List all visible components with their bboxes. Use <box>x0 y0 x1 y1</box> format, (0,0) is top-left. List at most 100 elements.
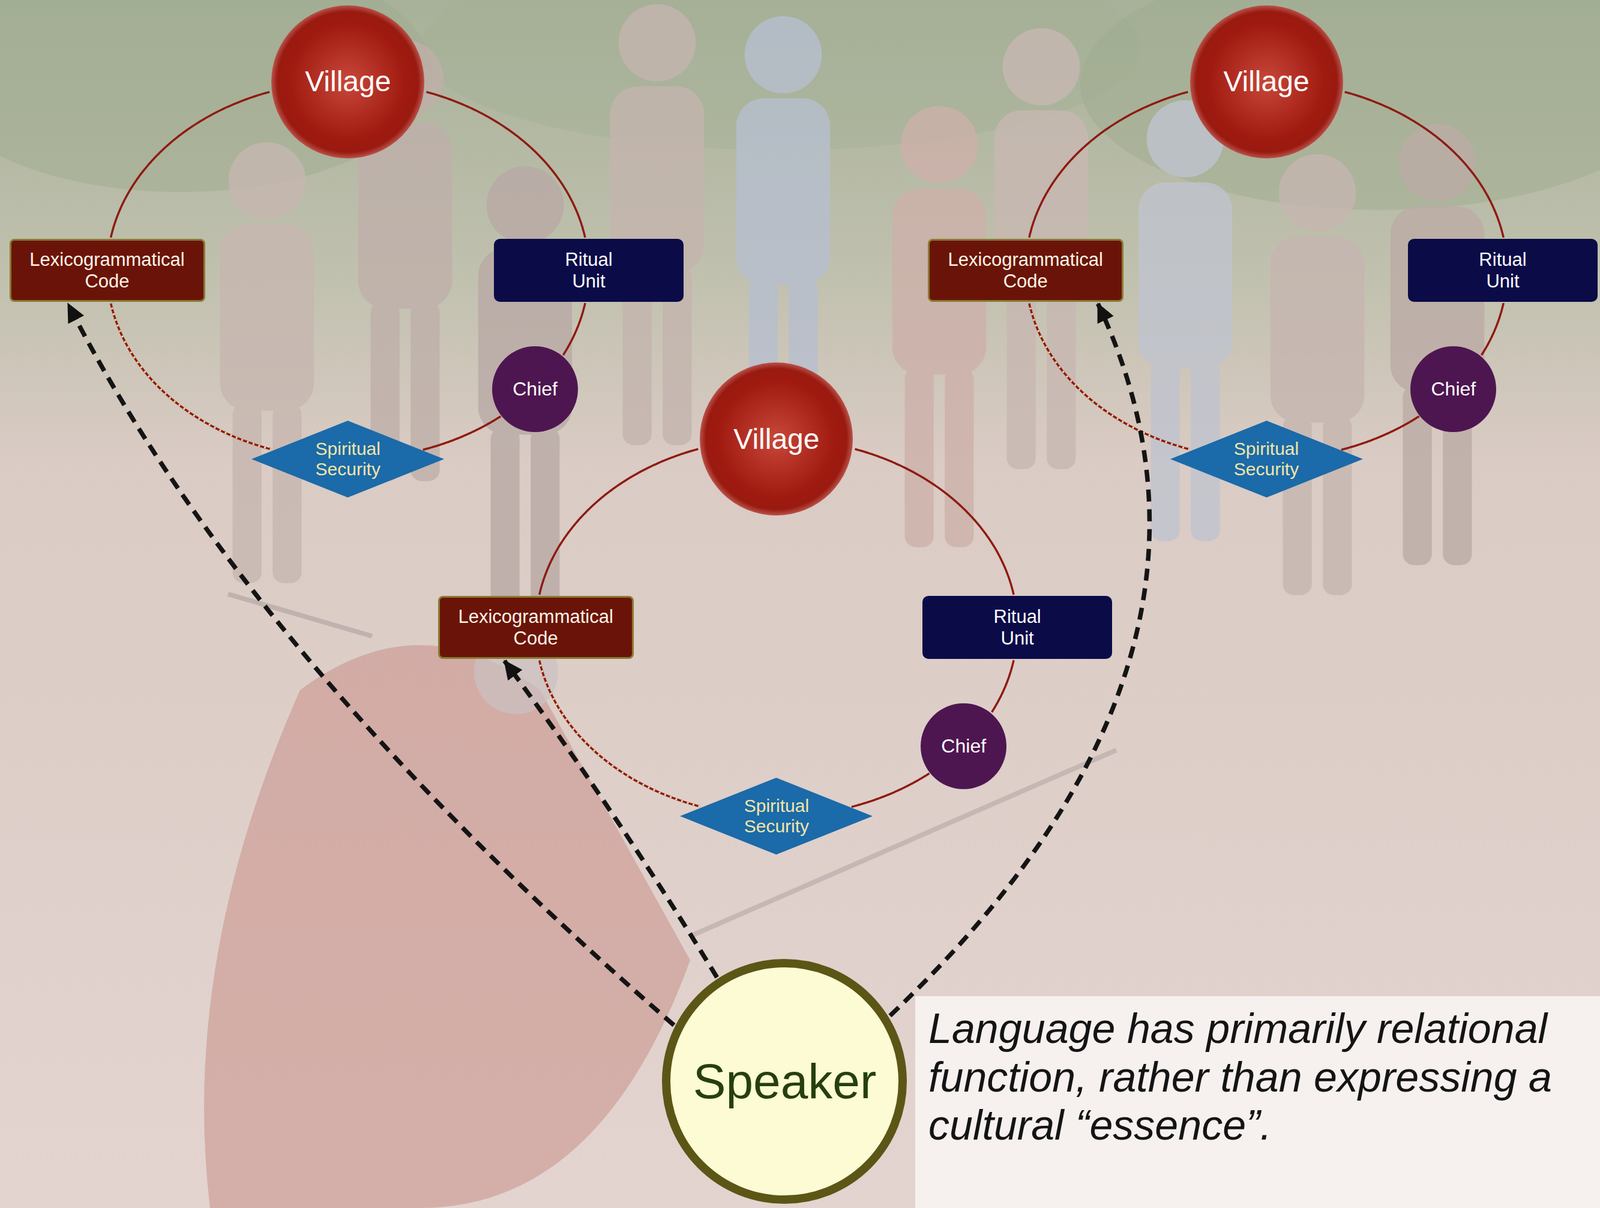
label-group: Lexicogrammatical Code <box>457 606 613 649</box>
node-label: Lexicogrammatical Code <box>29 249 185 292</box>
label-group: Spiritual Security <box>315 438 381 481</box>
security-diamond: Spiritual Security <box>679 777 874 856</box>
child-figure <box>1270 154 1365 596</box>
ritual-box: Ritual Unit <box>493 238 684 302</box>
caption: Language has primarily relational functi… <box>928 1004 1593 1150</box>
connector <box>1344 91 1504 238</box>
label-group: Ritual Unit <box>1478 249 1527 292</box>
circle-fill <box>920 703 1007 790</box>
ring-link <box>562 303 586 356</box>
chief-circle: Chief <box>920 703 1007 790</box>
node-label: Spiritual Security <box>315 438 381 481</box>
ritual-box: Ritual Unit <box>1407 238 1598 302</box>
node-label: Chief <box>941 735 987 758</box>
caption-panel: Language has primarily relational functi… <box>915 996 1600 1208</box>
code-box: Lexicogrammatical Code <box>438 595 634 659</box>
connector <box>890 303 1150 1017</box>
circle-fill <box>271 5 425 159</box>
node-label: Spiritual Security <box>744 795 810 838</box>
label-group: Village <box>1223 64 1309 98</box>
connector <box>539 448 699 595</box>
ritual-box: Ritual Unit <box>922 595 1113 659</box>
ring-link <box>111 91 271 238</box>
village-circle: Village <box>271 5 425 159</box>
diamond-fill <box>251 420 445 498</box>
node-label: Spiritual Security <box>1233 438 1299 481</box>
connector <box>1341 416 1420 451</box>
security-diamond: Spiritual Security <box>1169 420 1364 499</box>
label-group: Village <box>733 422 820 456</box>
chief-circle: Chief <box>1410 346 1497 433</box>
connector <box>562 303 586 356</box>
connector <box>504 660 718 978</box>
connector <box>67 303 674 1026</box>
ring-link <box>1029 91 1189 238</box>
node-label: Ritual Unit <box>1478 249 1527 292</box>
ring-link <box>1344 91 1504 238</box>
diamond-fill <box>679 777 873 855</box>
dancer-stick <box>228 594 373 637</box>
code-box: Lexicogrammatical Code <box>927 238 1124 302</box>
connector <box>855 448 1015 595</box>
node-label: Village <box>1223 64 1309 98</box>
node-label: Chief <box>512 378 558 401</box>
label-group: Chief <box>1430 378 1476 401</box>
connector <box>1481 303 1504 356</box>
node-label: Chief <box>1430 378 1476 401</box>
dotted-link <box>111 303 272 450</box>
label-group: Lexicogrammatical Code <box>29 249 185 292</box>
connector <box>539 660 701 807</box>
dotted-link <box>539 660 701 807</box>
ring-link <box>855 448 1015 595</box>
circle-fill <box>1190 5 1344 159</box>
ring-link <box>992 660 1015 713</box>
label-group: Spiritual Security <box>744 795 810 838</box>
speaker-arrow <box>504 660 718 978</box>
ring-link <box>1341 416 1420 451</box>
child-figure <box>1390 124 1485 566</box>
security-diamond: Spiritual Security <box>250 420 445 499</box>
ring-link <box>851 773 930 808</box>
dotted-overlay <box>539 660 701 807</box>
connector <box>111 303 272 450</box>
circle-fill <box>699 362 853 516</box>
child-figure <box>220 142 314 584</box>
circle-fill <box>492 346 578 433</box>
village-circle: Village <box>699 362 853 516</box>
label-group: Village <box>304 64 391 98</box>
label-group: Ritual Unit <box>564 249 613 292</box>
connector <box>426 91 586 238</box>
connector <box>992 660 1015 713</box>
code-box: Lexicogrammatical Code <box>9 238 206 302</box>
ring-link <box>426 91 586 238</box>
child-figure <box>892 106 987 548</box>
node-label: Lexicogrammatical Code <box>948 249 1104 292</box>
node-label: Lexicogrammatical Code <box>457 606 613 649</box>
dancer-figure <box>204 645 691 1208</box>
ring-link <box>539 448 699 595</box>
village-circle: Village <box>1190 5 1344 159</box>
connector <box>423 416 502 451</box>
node-label: Village <box>733 422 820 456</box>
child-figure <box>610 4 704 446</box>
circle-fill <box>666 963 903 1200</box>
ring-link <box>423 416 502 451</box>
label-group: Speaker <box>693 1053 877 1110</box>
dotted-overlay <box>111 303 272 450</box>
speaker-circle: Speaker <box>661 959 907 1204</box>
ring-link <box>1481 303 1504 356</box>
connector <box>111 91 271 238</box>
connector <box>1029 91 1189 238</box>
label-group: Lexicogrammatical Code <box>948 249 1104 292</box>
node-label: Ritual Unit <box>993 606 1042 649</box>
speaker-arrow <box>67 303 674 1026</box>
node-label: Village <box>304 64 391 98</box>
chief-circle: Chief <box>492 346 578 433</box>
node-label: Speaker <box>693 1053 877 1110</box>
label-group: Chief <box>512 378 558 401</box>
speaker-arrow <box>890 303 1150 1017</box>
diamond-fill <box>1170 420 1363 498</box>
node-label: Ritual Unit <box>564 249 613 292</box>
circle-fill <box>1410 346 1497 433</box>
label-group: Chief <box>941 735 987 758</box>
